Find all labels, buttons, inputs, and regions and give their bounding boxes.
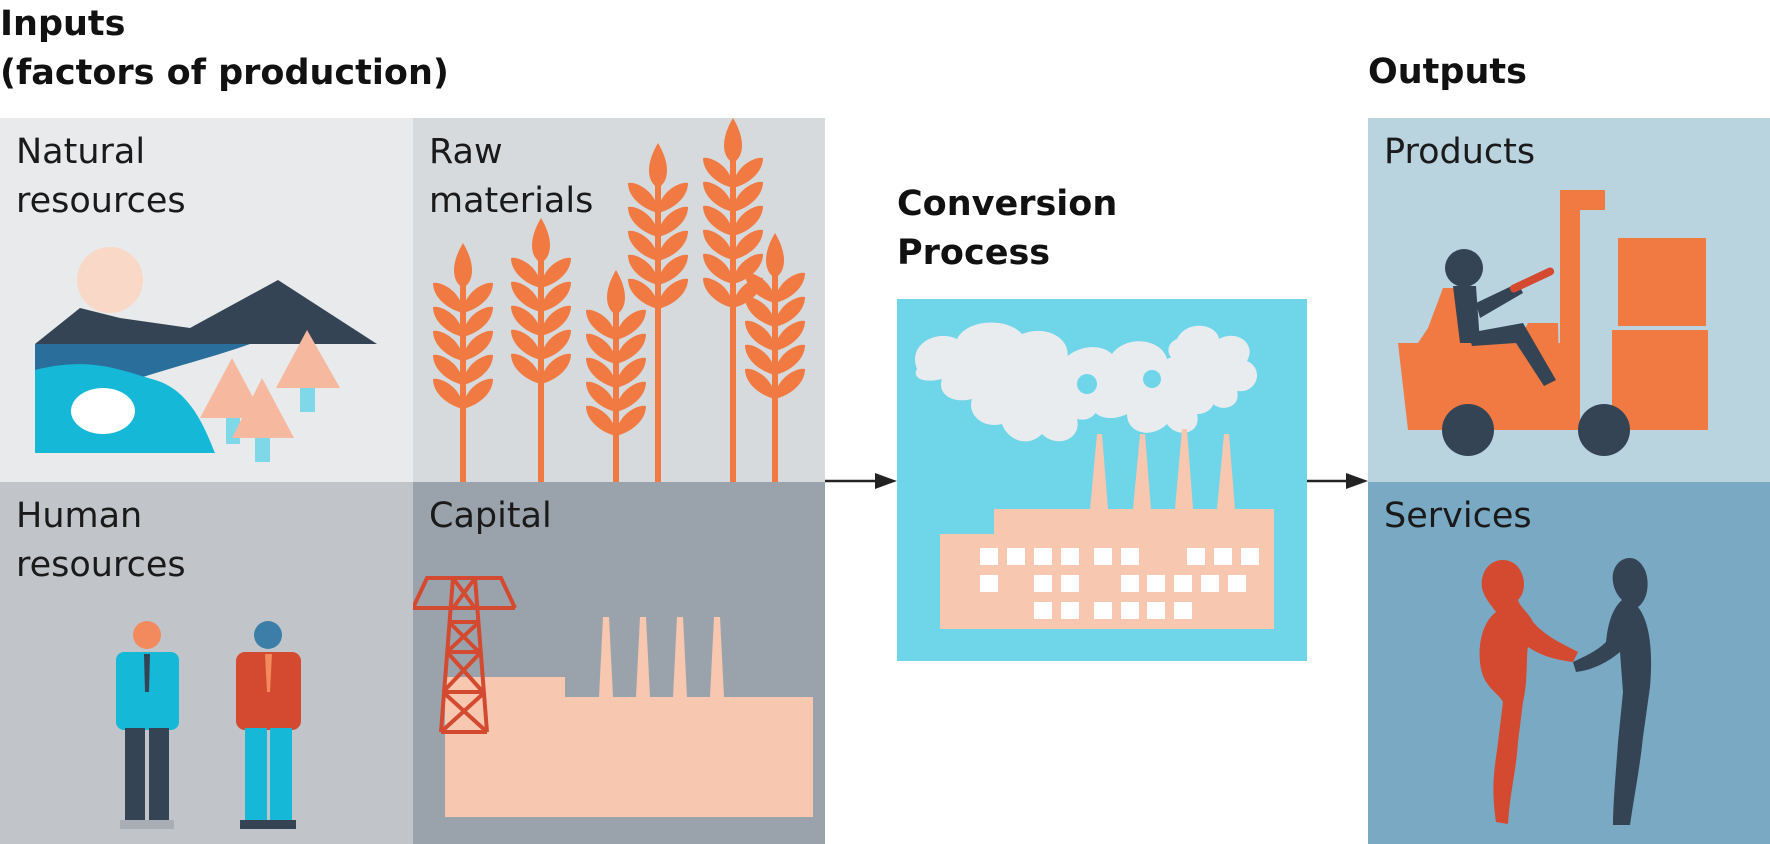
raw-materials-line2: materials [429, 181, 594, 221]
arrow-to-outputs-icon [1307, 473, 1368, 489]
wheat-icon [433, 118, 805, 482]
natural-resources-line2: resources [16, 181, 186, 221]
products-cell: Products [1368, 118, 1770, 482]
landscape-icon [35, 247, 377, 462]
human-resources-line1: Human [16, 496, 143, 536]
inputs-heading-line2: (factors of production) [0, 53, 449, 93]
human-resources-cell: Human resources [0, 482, 413, 844]
capital-line1: Capital [429, 496, 552, 536]
conversion-process-line2: Process [897, 233, 1051, 273]
human-resources-line2: resources [16, 545, 186, 585]
natural-resources-cell: Natural resources [0, 118, 413, 482]
inputs-heading-line1: Inputs [0, 4, 126, 44]
services-label: Services [1384, 496, 1532, 536]
conversion-process-box [897, 299, 1307, 661]
outputs-heading: Outputs [1368, 52, 1527, 92]
capital-cell: Capital [413, 482, 825, 844]
raw-materials-label: Raw materials [429, 128, 593, 226]
inputs-heading: Inputs (factors of production) [0, 0, 449, 98]
services-cell: Services [1368, 482, 1770, 844]
conversion-process-heading: Conversion Process [897, 180, 1117, 278]
factory-smoke-icon [915, 322, 1274, 629]
raw-materials-line1: Raw [429, 132, 503, 172]
factory-tower-icon [413, 576, 813, 817]
arrow-to-process-icon [825, 473, 897, 489]
conversion-process-line1: Conversion [897, 184, 1118, 224]
handshake-icon [1479, 558, 1652, 825]
human-resources-label: Human resources [16, 492, 186, 590]
capital-label: Capital [429, 492, 552, 541]
natural-resources-line1: Natural [16, 132, 146, 172]
forklift-icon [1398, 190, 1708, 456]
products-label: Products [1384, 132, 1536, 172]
people-icon [116, 621, 301, 829]
natural-resources-label: Natural resources [16, 128, 186, 226]
raw-materials-cell: Raw materials [413, 118, 825, 482]
